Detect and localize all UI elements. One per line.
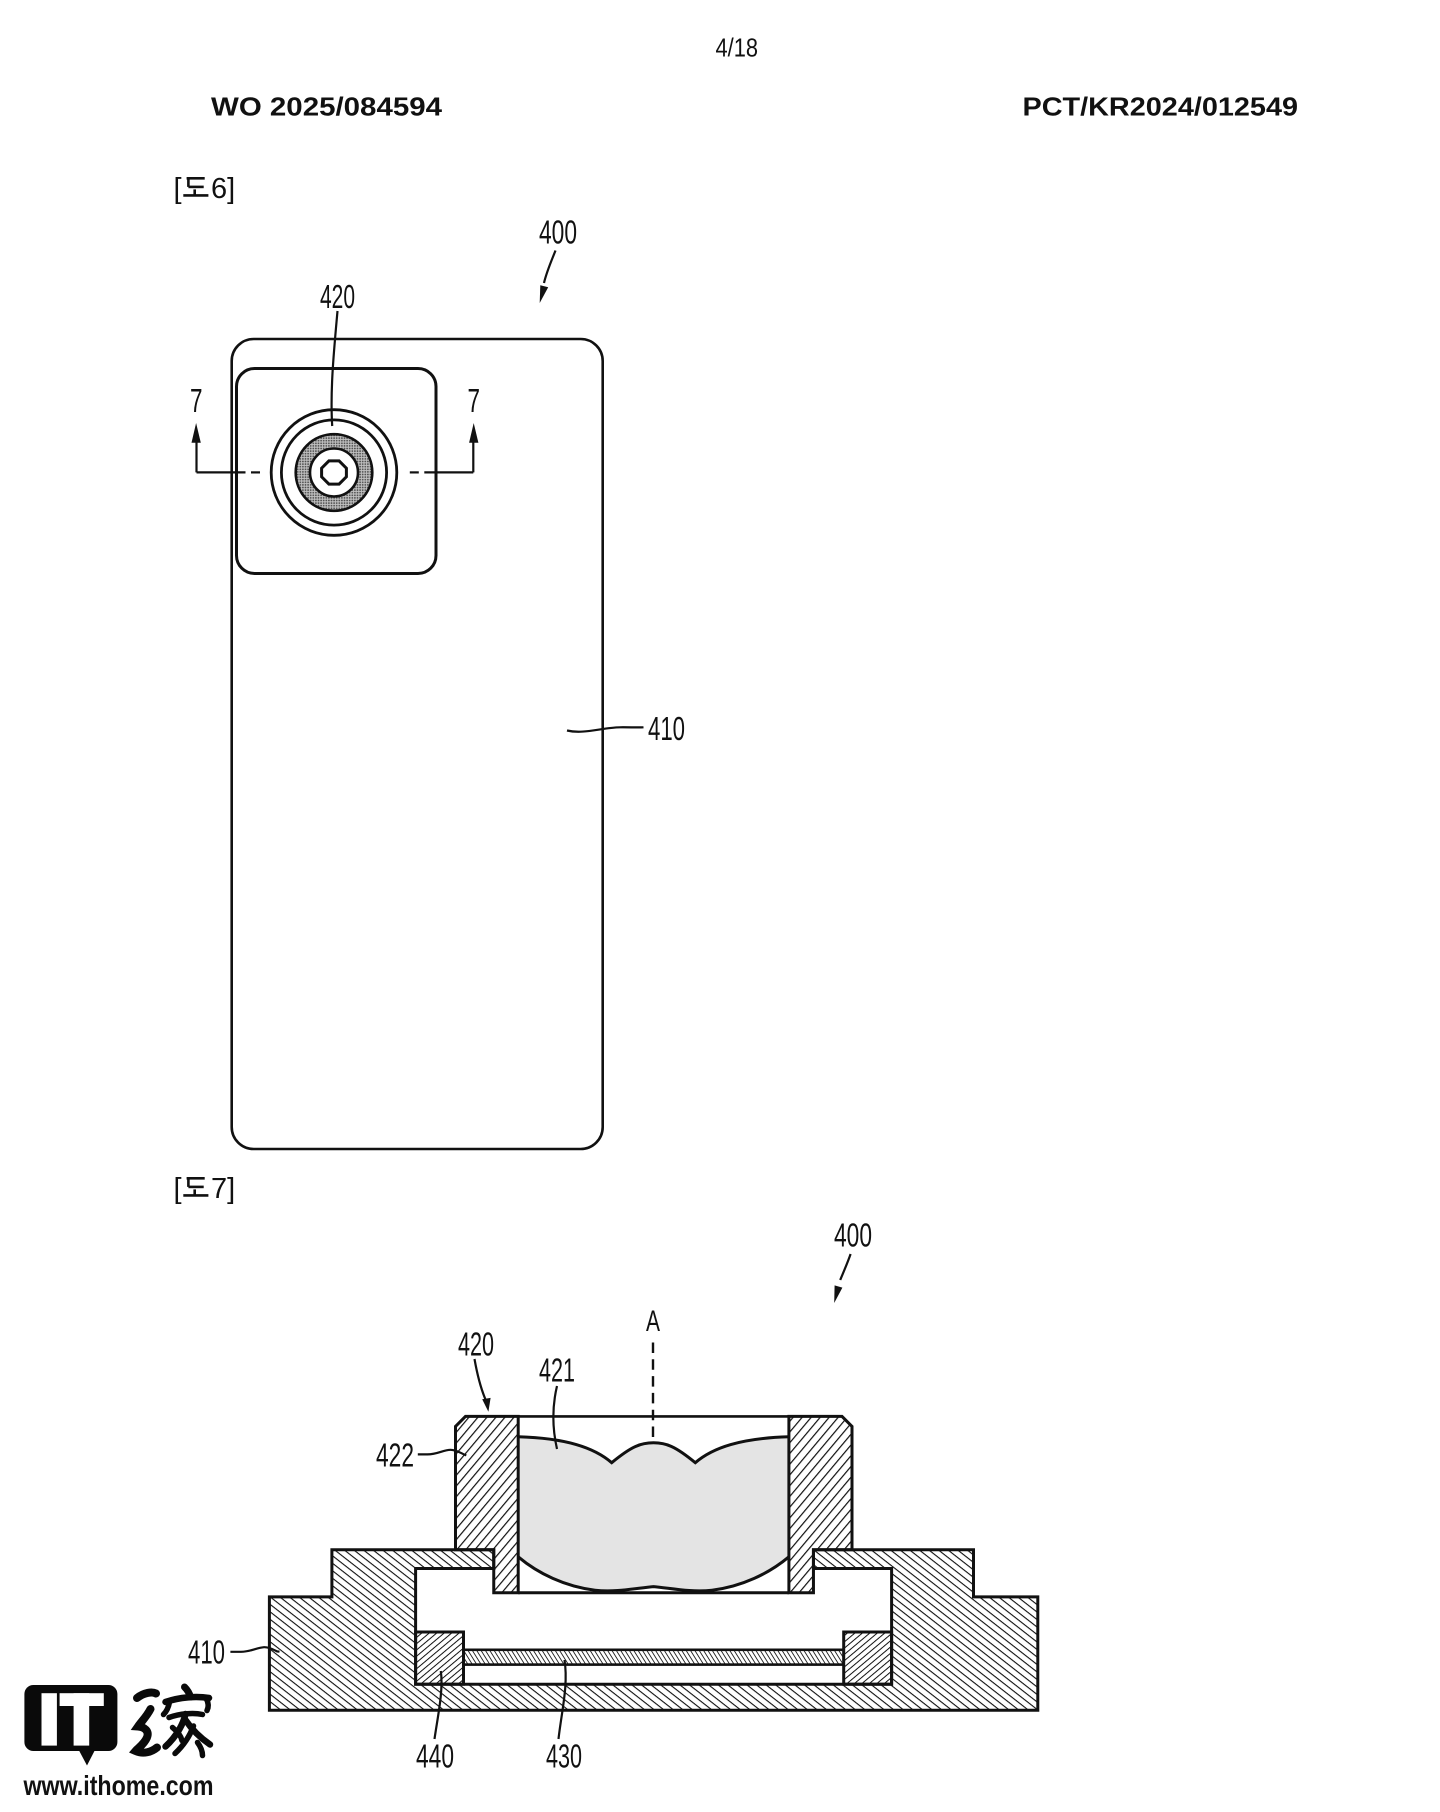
- svg-text:PCT/KR2024/012549: PCT/KR2024/012549: [1023, 92, 1299, 122]
- svg-text:4/18: 4/18: [716, 33, 759, 63]
- svg-text:420: 420: [320, 278, 355, 315]
- svg-text:430: 430: [546, 1738, 582, 1775]
- svg-text:410: 410: [188, 1634, 225, 1671]
- svg-text:440: 440: [416, 1738, 454, 1775]
- svg-text:400: 400: [834, 1217, 872, 1254]
- svg-text:[: [: [174, 173, 182, 205]
- svg-text:www.ithome.com: www.ithome.com: [23, 1770, 214, 1801]
- svg-text:421: 421: [539, 1352, 575, 1389]
- svg-text:400: 400: [539, 214, 577, 251]
- svg-text:7: 7: [190, 382, 203, 419]
- svg-text:A: A: [646, 1305, 660, 1338]
- svg-text:6]: 6]: [211, 173, 235, 205]
- svg-text:7: 7: [468, 382, 481, 419]
- svg-text:410: 410: [648, 710, 685, 747]
- svg-text:[: [: [174, 1173, 182, 1205]
- svg-text:422: 422: [376, 1437, 414, 1474]
- svg-text:WO 2025/084594: WO 2025/084594: [211, 92, 443, 122]
- svg-text:7]: 7]: [211, 1173, 235, 1205]
- svg-text:420: 420: [458, 1326, 494, 1363]
